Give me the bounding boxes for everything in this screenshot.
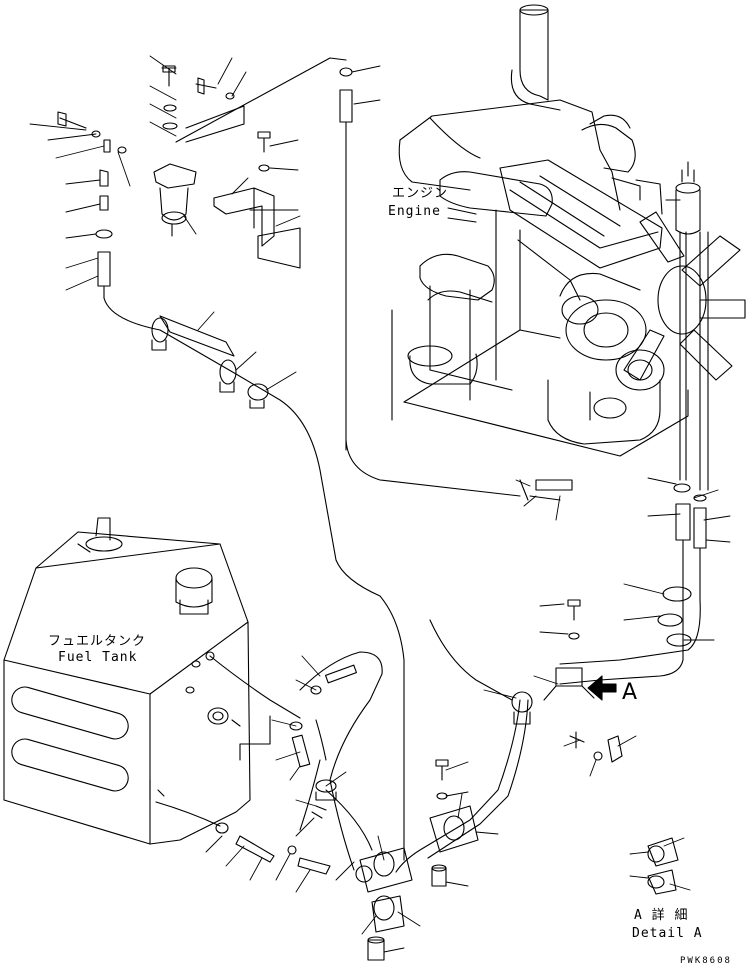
detail-a-label-en: Detail A bbox=[632, 926, 703, 941]
view-arrow-a bbox=[587, 675, 617, 701]
fuel-tank bbox=[3, 517, 301, 845]
engine-label-jp: エンジン bbox=[392, 186, 449, 201]
lower-hose-route bbox=[299, 439, 573, 961]
clip-bolt-a bbox=[569, 731, 623, 763]
detail-a-label-jp: A 詳 細 bbox=[634, 908, 689, 923]
view-arrow-letter: A bbox=[622, 680, 638, 705]
engine-feed-lines bbox=[543, 231, 709, 701]
engine-label-en: Engine bbox=[388, 204, 441, 219]
fuel-tank-label-jp: フュエルタンク bbox=[48, 634, 147, 649]
engine-assembly bbox=[391, 4, 746, 457]
clamp-bolt bbox=[567, 599, 581, 640]
fuel-tank-label-en: Fuel Tank bbox=[58, 650, 138, 665]
filter-to-tank-hose bbox=[103, 297, 405, 861]
tank-return-fittings bbox=[215, 664, 358, 875]
detail-a-inset bbox=[647, 837, 679, 895]
drawing-code: PWK8608 bbox=[680, 956, 732, 966]
leader-lines bbox=[29, 55, 731, 953]
fuel-filter-assembly bbox=[57, 57, 521, 497]
